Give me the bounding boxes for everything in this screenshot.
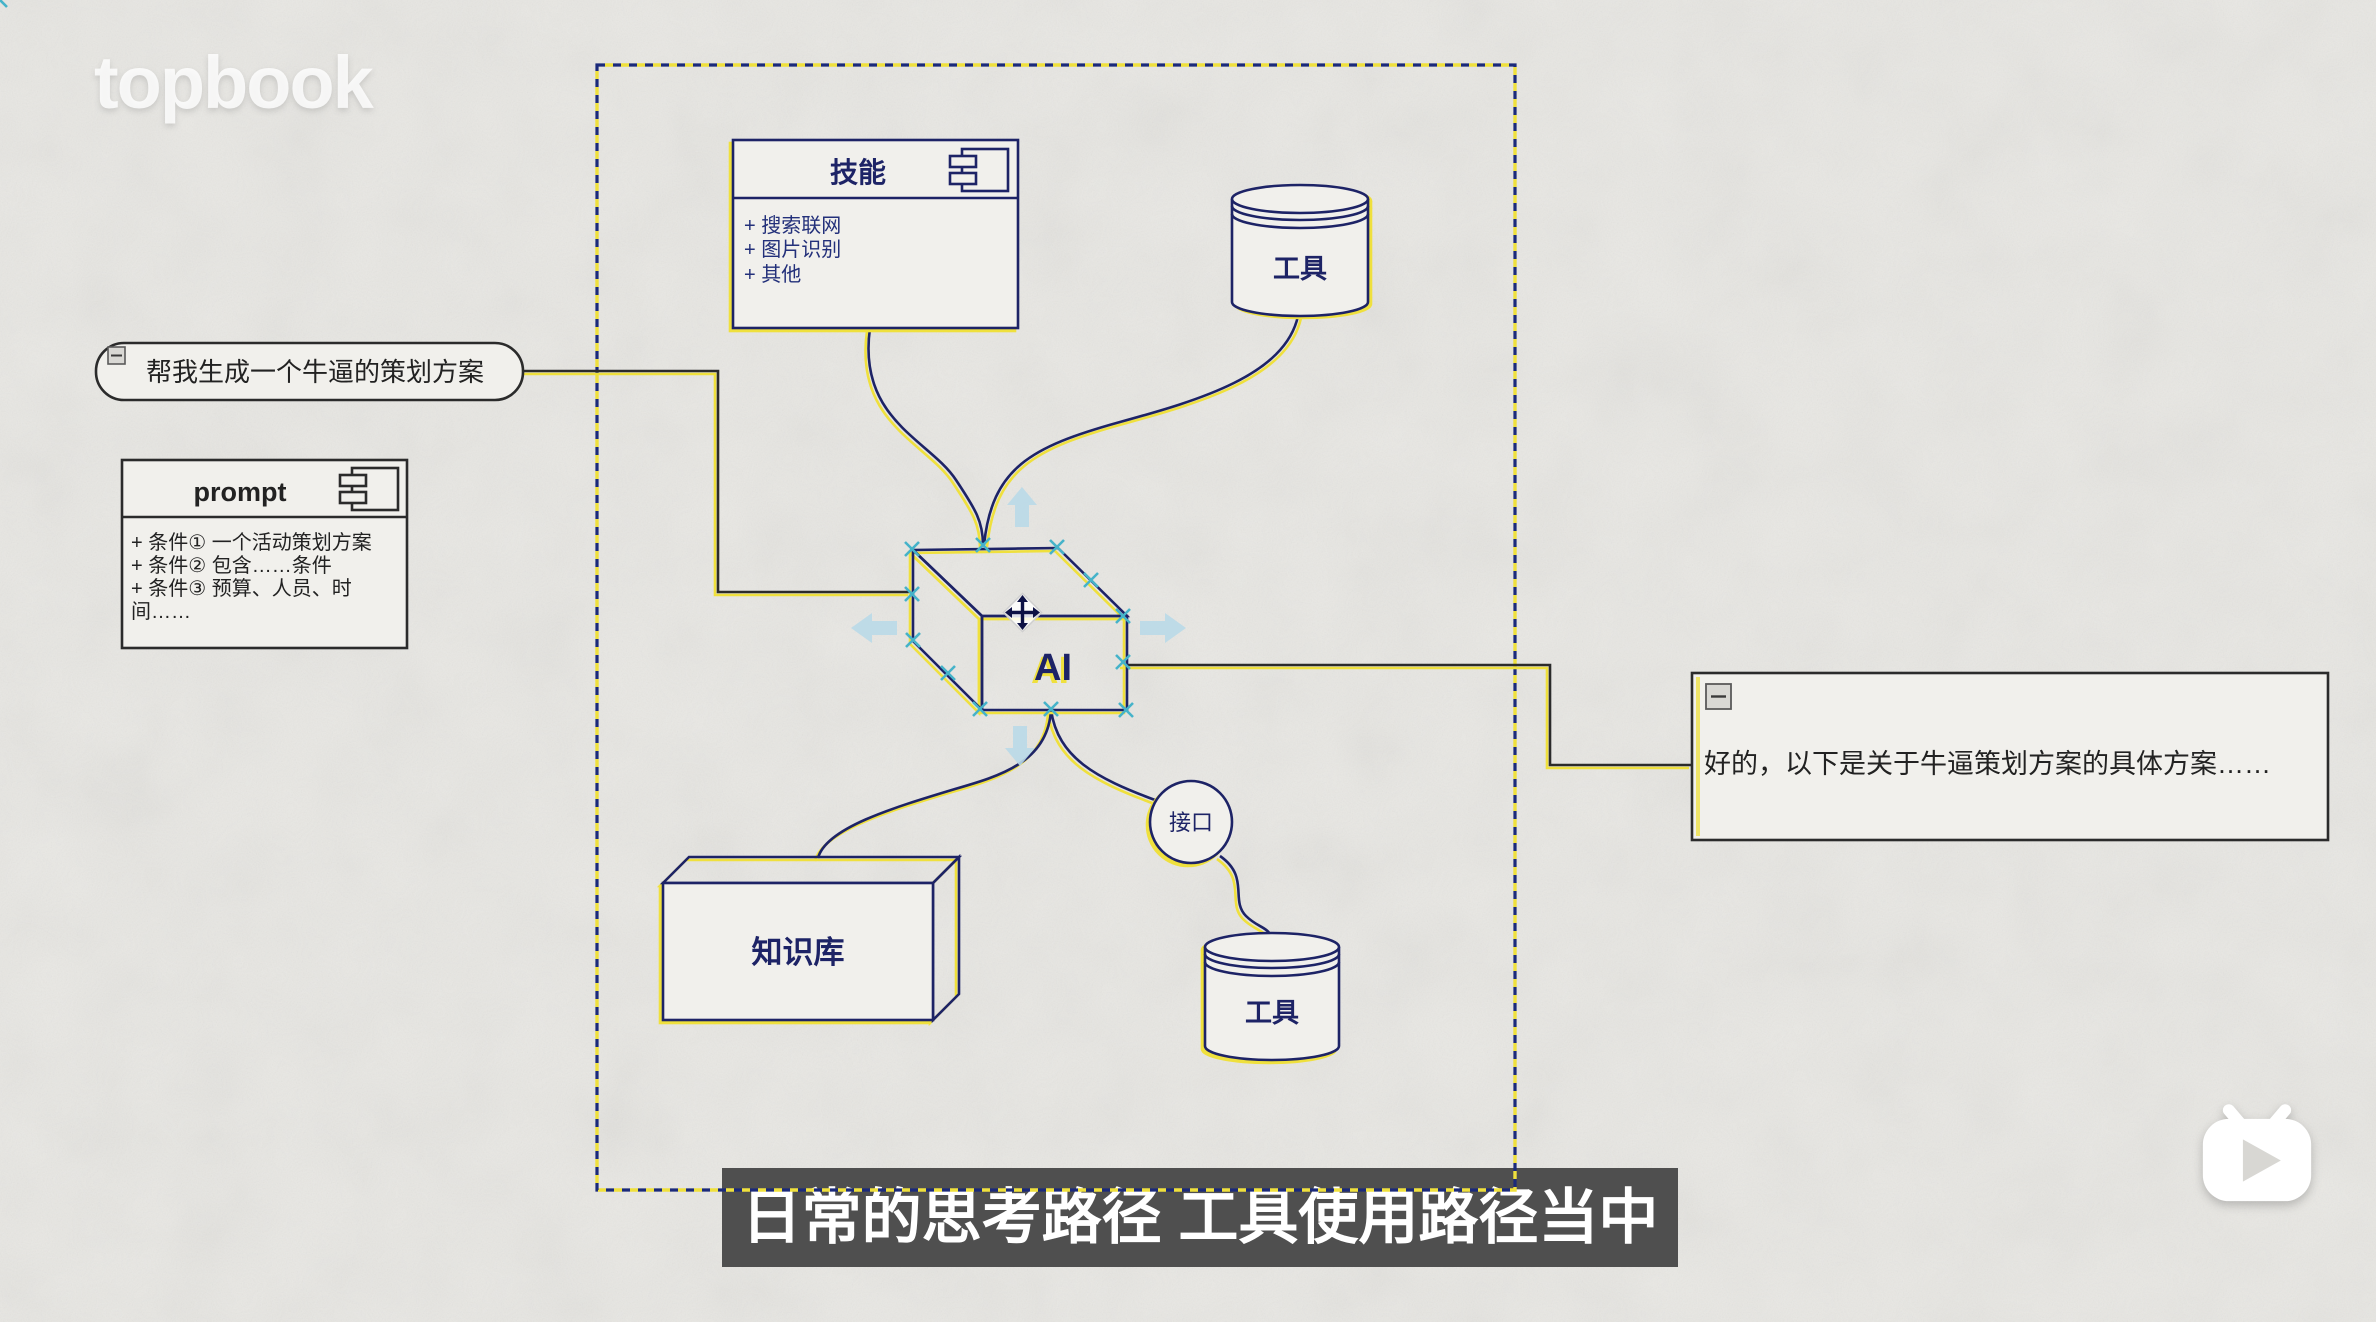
subtitle-bar: 日常的思考路径 工具使用路径当中	[722, 1168, 1678, 1267]
play-button[interactable]	[2192, 1082, 2322, 1212]
bilibili-tv-play-icon	[2202, 1104, 2312, 1202]
topbook-logo-watermark: topbook	[94, 41, 374, 124]
